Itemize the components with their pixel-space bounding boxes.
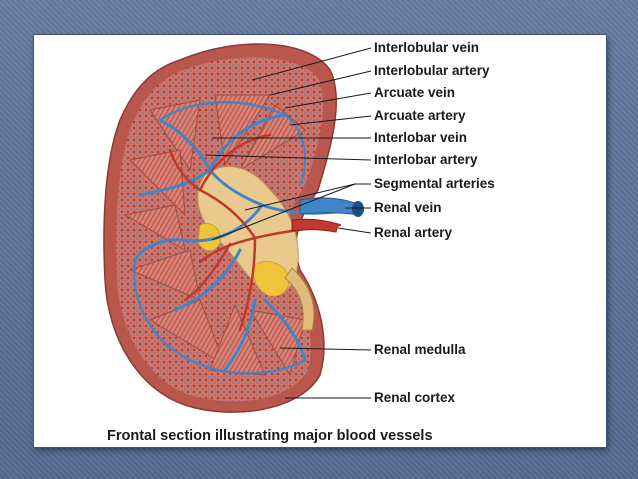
vein-network: [133, 101, 352, 375]
label-interlobar-artery: Interlobar artery: [374, 152, 478, 167]
label-interlobular-vein: Interlobular vein: [374, 40, 480, 55]
label-renal-vein: Renal vein: [374, 200, 442, 215]
leader-lines: [204, 47, 372, 399]
renal-vein-trunk: [299, 197, 361, 216]
label-interlobular-artery: Interlobular artery: [374, 63, 490, 78]
sinus-fat-upper: [197, 223, 221, 252]
sinus-fat: [253, 261, 290, 297]
ureter: [284, 267, 315, 331]
label-arcuate-artery: Arcuate artery: [374, 108, 466, 123]
label-arcuate-vein: Arcuate vein: [374, 85, 456, 100]
label-interlobar-vein: Interlobar vein: [374, 130, 468, 145]
figure-caption: Frontal section illustrating major blood…: [107, 428, 433, 444]
artery-network: [168, 133, 342, 332]
label-renal-cortex: Renal cortex: [374, 390, 456, 405]
label-renal-artery: Renal artery: [374, 225, 453, 240]
renal-artery-trunk: [291, 218, 339, 233]
renal-pyramids: [123, 94, 306, 377]
label-renal-medulla: Renal medulla: [374, 342, 466, 357]
label-segmental-arteries: Segmental arteries: [374, 176, 495, 191]
renal-vein-opening: [352, 201, 364, 217]
